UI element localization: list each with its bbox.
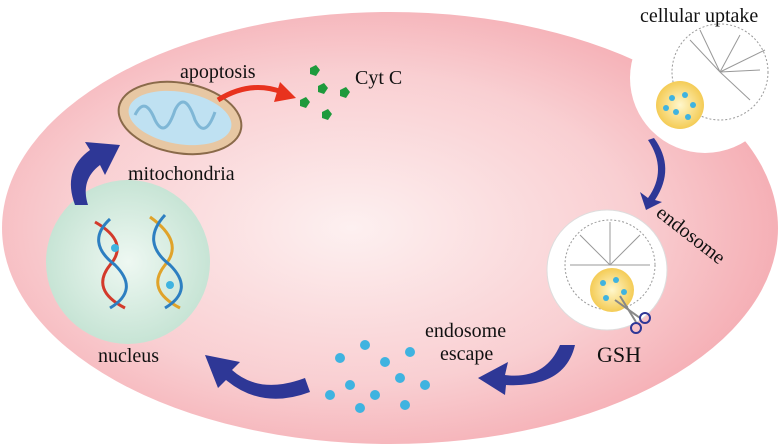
arrow-to-mitochondria xyxy=(70,142,120,205)
arrow-endosome-escape xyxy=(478,345,575,395)
label-endosome-escape-1: endosome xyxy=(425,320,506,342)
dendrimer-nanoparticle-uptake xyxy=(656,23,769,129)
dna-icon xyxy=(94,213,183,310)
arrow-apoptosis xyxy=(216,85,283,103)
label-cellular-uptake: cellular uptake xyxy=(640,5,758,27)
label-nucleus: nucleus xyxy=(98,345,159,367)
scissors-icon xyxy=(614,295,651,334)
nucleus xyxy=(46,180,210,344)
label-gsh: GSH xyxy=(597,342,641,367)
arrow-to-endosome xyxy=(640,138,666,210)
cyt-c-molecules xyxy=(300,65,350,120)
label-endosome-escape-2: escape xyxy=(440,343,493,365)
label-mitochondria: mitochondria xyxy=(128,163,235,185)
released-drug-molecules xyxy=(325,340,430,413)
label-apoptosis: apoptosis xyxy=(180,61,256,83)
label-cyt-c: Cyt C xyxy=(355,67,402,89)
arrowhead-apoptosis xyxy=(274,82,296,102)
arrow-to-nucleus xyxy=(205,355,310,399)
mitochondria-icon xyxy=(117,80,243,156)
